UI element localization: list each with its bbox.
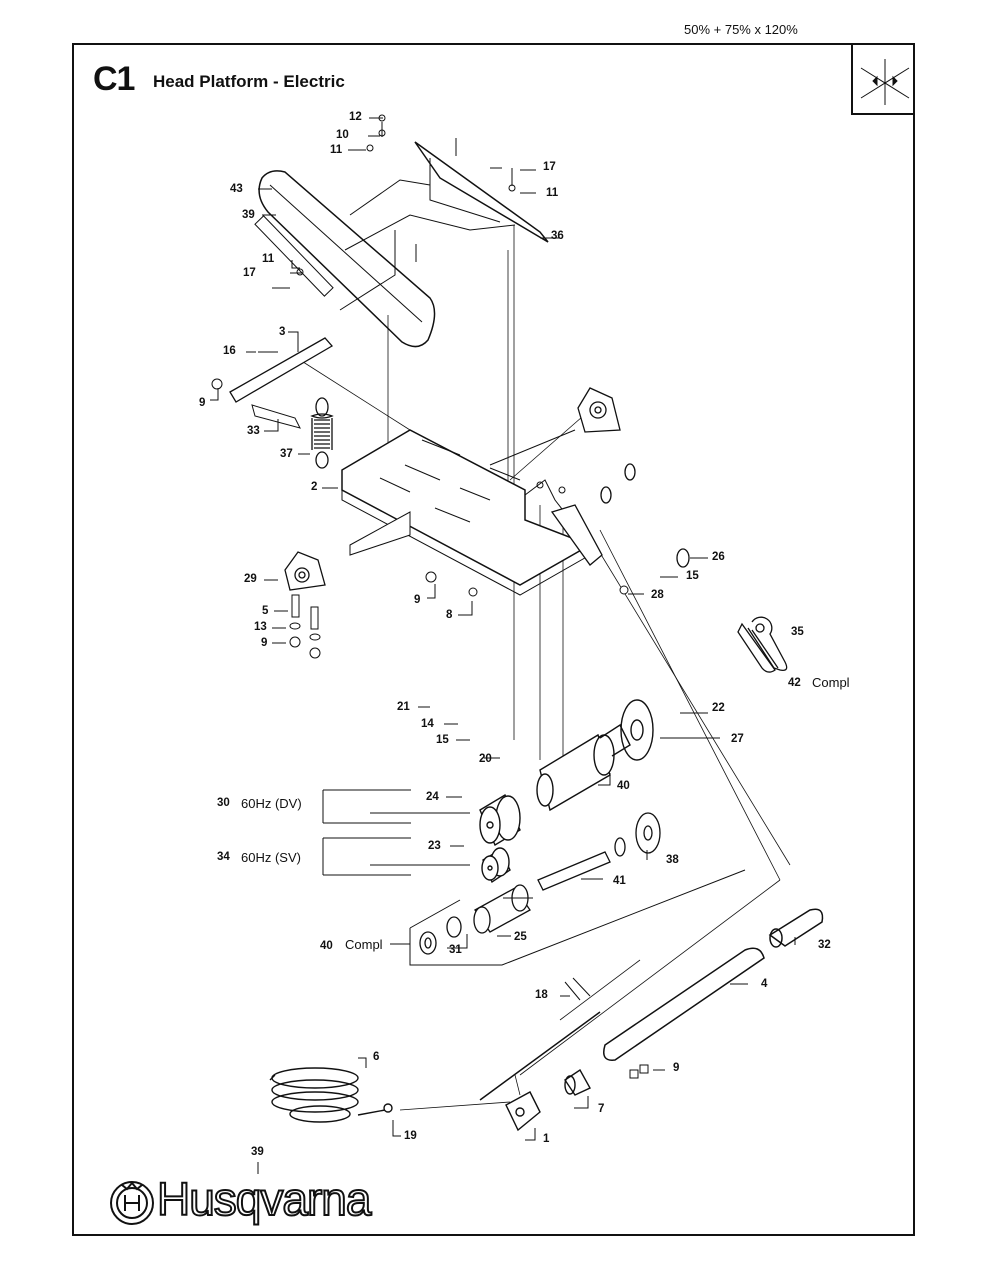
upper-cover (339, 141, 549, 311)
idler-pulleys (550, 463, 690, 568)
callout-2: 2 (311, 481, 318, 493)
bearing-block-29 (284, 551, 326, 591)
callout-38: 38 (666, 854, 679, 866)
callout-19: 19 (404, 1130, 417, 1142)
callout-43: 43 (230, 183, 243, 195)
callout-11: 11 (262, 253, 275, 265)
axis-orientation-icon (860, 59, 910, 105)
callout-12: 12 (349, 111, 362, 123)
section-code: C1 (93, 60, 135, 98)
adjust-lever (229, 337, 334, 429)
callout-3: 3 (279, 326, 286, 338)
callout-17: 17 (543, 161, 556, 173)
callout-32: 32 (818, 939, 831, 951)
bolts-18 (564, 977, 649, 1079)
callout-9: 9 (414, 594, 421, 606)
bearing-sleeve (419, 884, 531, 955)
callout-41: 41 (613, 875, 626, 887)
note-60hz-dv: 60Hz (DV) (241, 796, 302, 811)
callout-36: 36 (551, 230, 564, 242)
switch-assembly (505, 1068, 591, 1132)
bearing-block-upper (577, 387, 621, 433)
callout-30: 30 (217, 797, 230, 809)
callout-40: 40 (617, 780, 630, 792)
callout-28: 28 (651, 589, 664, 601)
head-platform (341, 429, 592, 596)
compass-box (851, 43, 915, 115)
callout-11: 11 (546, 187, 559, 199)
diagram-frame (72, 43, 915, 1236)
note-compl-42: Compl (812, 675, 850, 690)
callout-9: 9 (199, 397, 206, 409)
note-60hz-sv: 60Hz (SV) (241, 850, 301, 865)
callout-35: 35 (791, 626, 804, 638)
callout-1: 1 (543, 1133, 550, 1145)
callout-10: 10 (336, 129, 349, 141)
callout-27: 27 (731, 733, 744, 745)
callout-34: 34 (217, 851, 230, 863)
tension-spring (310, 397, 334, 469)
motor-shaft-assembly (536, 699, 654, 812)
callout-8: 8 (446, 609, 453, 621)
callout-39: 39 (251, 1146, 264, 1158)
note-compl-40: Compl (345, 937, 383, 952)
callout-14: 14 (421, 718, 434, 730)
power-cable (269, 1067, 393, 1123)
callout-16: 16 (223, 345, 236, 357)
callout-29: 29 (244, 573, 257, 585)
callout-15: 15 (436, 734, 449, 746)
callout-9: 9 (673, 1062, 680, 1074)
callout-25: 25 (514, 931, 527, 943)
callout-13: 13 (254, 621, 267, 633)
callout-37: 37 (280, 448, 293, 460)
scale-note: 50% + 75% x 120% (684, 22, 798, 37)
callout-26: 26 (712, 551, 725, 563)
drive-pulley-60hz-sv (481, 847, 511, 884)
arbor-shaft (537, 812, 661, 891)
callout-15: 15 (686, 570, 699, 582)
callout-42: 42 (788, 677, 801, 689)
callout-40: 40 (320, 940, 333, 952)
callout-20: 20 (479, 753, 492, 765)
section-title: Head Platform - Electric (153, 72, 345, 91)
callout-17: 17 (243, 267, 256, 279)
brand-logo-text: Husqvarna (156, 1172, 372, 1226)
callout-33: 33 (247, 425, 260, 437)
fasteners (211, 114, 629, 659)
callout-7: 7 (598, 1103, 605, 1115)
callout-4: 4 (761, 978, 768, 990)
callout-24: 24 (426, 791, 439, 803)
callout-11: 11 (330, 144, 343, 156)
belt-guard (254, 170, 436, 348)
callout-31: 31 (449, 944, 462, 956)
callout-6: 6 (373, 1051, 380, 1063)
callout-5: 5 (262, 605, 269, 617)
callout-21: 21 (397, 701, 410, 713)
callout-9: 9 (261, 637, 268, 649)
drive-pulley-60hz-dv (479, 793, 521, 847)
callout-18: 18 (535, 989, 548, 1001)
wrench-handle (737, 616, 788, 673)
callout-23: 23 (428, 840, 441, 852)
callout-39: 39 (242, 209, 255, 221)
handlebar (479, 908, 824, 1101)
callout-22: 22 (712, 702, 725, 714)
husqvarna-crown-icon (110, 1181, 154, 1225)
